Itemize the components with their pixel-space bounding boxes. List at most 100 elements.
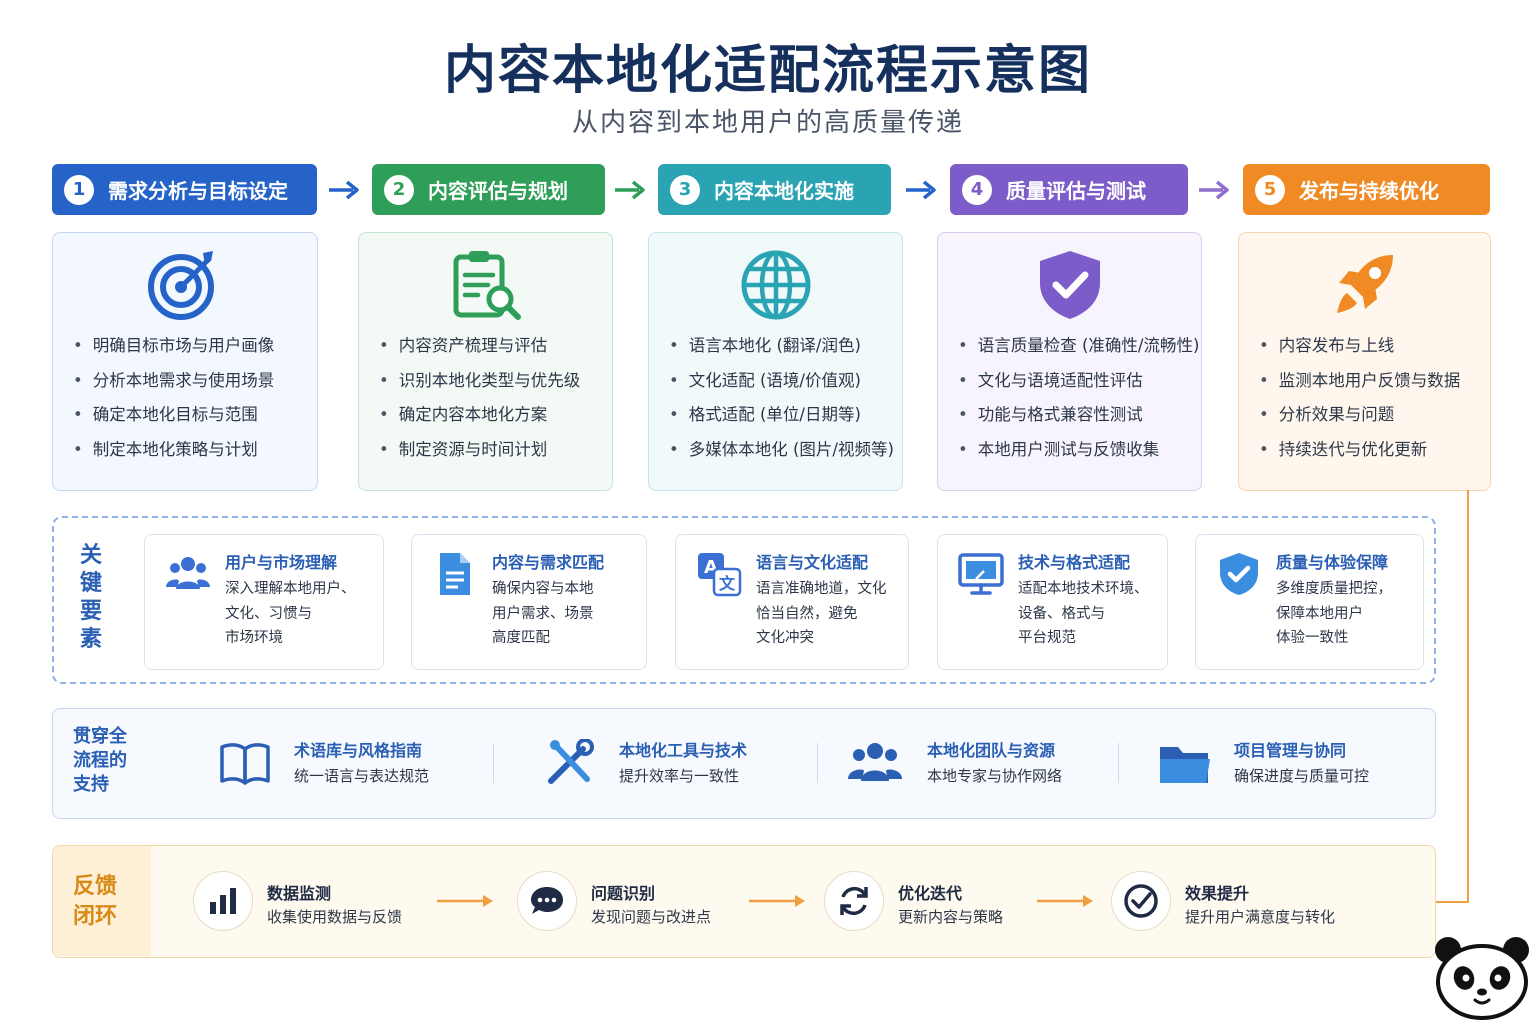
bullet-item: 制定本地化策略与计划 (73, 433, 311, 468)
step-2-header: 2 内容评估与规划 (372, 164, 605, 215)
page-subtitle: 从内容到本地用户的高质量传递 (571, 108, 964, 138)
fb-icon-circle (193, 871, 253, 931)
feedback-label: 反馈闭环 (73, 874, 118, 929)
target-icon (148, 251, 214, 320)
divider (1118, 743, 1119, 783)
step-bullets: 语言本地化 (翻译/润色) 文化适配 (语境/价值观) 格式适配 (单位/日期等… (669, 329, 896, 467)
clipboard-search-icon (453, 251, 521, 320)
bullet-item: 多媒体本地化 (图片/视频等) (669, 433, 896, 468)
svg-text:文: 文 (719, 574, 736, 593)
bullet-item: 内容资产梳理与评估 (379, 329, 606, 364)
bullet-item: 确定本地化目标与范围 (73, 398, 311, 433)
key-element-card: 内容与需求匹配 确保内容与本地 用户需求、场景 高度匹配 (411, 534, 647, 670)
bullet-item: 文化适配 (语境/价值观) (669, 364, 896, 399)
bullet-item: 文化与语境适配性评估 (958, 364, 1195, 399)
team-icon (848, 743, 902, 781)
step-3-card: 语言本地化 (翻译/润色) 文化适配 (语境/价值观) 格式适配 (单位/日期等… (648, 232, 903, 491)
step-5-header: 5 发布与持续优化 (1243, 164, 1490, 215)
support-title: 本地化工具与技术 (619, 741, 748, 760)
bullet-item: 明确目标市场与用户画像 (73, 329, 311, 364)
step-2-card: 内容资产梳理与评估 识别本地化类型与优先级 确定内容本地化方案 制定资源与时间计… (358, 232, 613, 491)
bar-chart-icon (210, 888, 236, 914)
desc-line: 文化、习惯与 (225, 605, 312, 622)
key-element-card: 用户与市场理解 深入理解本地用户、 文化、习惯与 市场环境 (144, 534, 384, 670)
step-4-card: 语言质量检查 (准确性/流畅性) 文化与语境适配性评估 功能与格式兼容性测试 本… (937, 232, 1202, 491)
desc-line: 设备、格式与 (1018, 605, 1105, 622)
bullet-item: 功能与格式兼容性测试 (958, 398, 1195, 433)
key-element-desc: 深入理解本地用户、 文化、习惯与 市场环境 (225, 577, 375, 651)
tools-icon (548, 739, 594, 784)
desc-line: 用户需求、场景 (492, 605, 594, 622)
arrow-right-icon (437, 895, 493, 907)
bullet-item: 本地用户测试与反馈收集 (958, 433, 1195, 468)
bullet-item: 内容发布与上线 (1259, 329, 1484, 364)
support-item: 本地化工具与技术 提升效率与一致性 (543, 709, 823, 820)
support-desc: 提升效率与一致性 (619, 767, 740, 785)
key-elements-section: 关键要素 用户与市场理解 深入理解本地用户、 文化、习惯与 市场环境 内容与需求… (52, 516, 1436, 684)
desc-line: 语言准确地道，文化 (756, 581, 887, 597)
key-element-card: A 文 语言与文化适配 语言准确地道，文化 恰当自然，避免 文化冲突 (675, 534, 909, 670)
arrow-right-icon (329, 180, 359, 200)
bullet-item: 语言本地化 (翻译/润色) (669, 329, 896, 364)
translate-icon: A 文 (698, 553, 742, 597)
arrow-right-icon (1199, 180, 1229, 200)
support-label: 贯穿全流程的支持 (73, 726, 127, 795)
support-title: 术语库与风格指南 (294, 741, 423, 760)
check-circle-icon (1124, 884, 1158, 918)
page-title: 内容本地化适配流程示意图 (443, 41, 1092, 101)
step-number: 2 (384, 174, 414, 205)
bullet-item: 确定内容本地化方案 (379, 398, 606, 433)
rocket-icon (1336, 255, 1393, 313)
step-5-card: 内容发布与上线 监测本地用户反馈与数据 分析效果与问题 持续迭代与优化更新 (1238, 232, 1491, 491)
desc-line: 文化冲突 (756, 630, 814, 646)
feedback-title: 优化迭代 (898, 884, 963, 903)
users-icon (166, 557, 210, 589)
monitor-icon (958, 553, 1004, 595)
desc-line: 高度匹配 (492, 630, 550, 646)
step-number: 5 (1255, 174, 1285, 205)
shield-check-icon (1220, 553, 1258, 595)
key-element-card: 质量与体验保障 多维度质量把控， 保障本地用户 体验一致性 (1195, 534, 1424, 670)
step-1-header: 1 需求分析与目标设定 (52, 164, 317, 215)
fb-icon-circle (1111, 871, 1171, 931)
desc-line: 多维度质量把控， (1276, 581, 1392, 597)
desc-line: 适配本地技术环境、 (1018, 581, 1149, 597)
feedback-desc: 发现问题与改进点 (591, 908, 712, 926)
bullet-item: 持续迭代与优化更新 (1259, 433, 1484, 468)
key-element-title: 质量与体验保障 (1276, 553, 1389, 572)
step-1-card: 明确目标市场与用户画像 分析本地需求与使用场景 确定本地化目标与范围 制定本地化… (52, 232, 318, 491)
feedback-desc: 更新内容与策略 (898, 908, 1004, 926)
support-title: 项目管理与协同 (1234, 741, 1347, 760)
step-4-header: 4 质量评估与测试 (950, 164, 1188, 215)
key-element-title: 用户与市场理解 (225, 553, 338, 572)
key-element-title: 技术与格式适配 (1018, 553, 1131, 572)
step-bullets: 内容资产梳理与评估 识别本地化类型与优先级 确定内容本地化方案 制定资源与时间计… (379, 329, 606, 467)
support-desc: 本地专家与协作网络 (927, 767, 1063, 785)
step-number: 1 (64, 174, 94, 205)
desc-line: 确保内容与本地 (492, 581, 594, 597)
feedback-title: 问题识别 (591, 884, 656, 903)
key-element-desc: 语言准确地道，文化 恰当自然，避免 文化冲突 (756, 577, 900, 651)
arrow-right-icon (615, 180, 645, 200)
bullet-item: 识别本地化类型与优先级 (379, 364, 606, 399)
step-bullets: 明确目标市场与用户画像 分析本地需求与使用场景 确定本地化目标与范围 制定本地化… (73, 329, 311, 467)
feedback-section: 反馈闭环 数据监测 收集使用数据与反馈 问题识别 发现问题与改进点 优化迭代 更… (52, 845, 1436, 958)
step-number: 4 (962, 174, 992, 205)
key-element-desc: 确保内容与本地 用户需求、场景 高度匹配 (492, 577, 638, 651)
feedback-title: 数据监测 (267, 884, 332, 903)
fb-icon-circle (824, 871, 884, 931)
feedback-label-panel (53, 846, 151, 956)
refresh-icon (840, 886, 868, 916)
support-item: 项目管理与协同 确保进度与质量可控 (1158, 709, 1428, 820)
arrow-right-icon (906, 180, 936, 200)
document-icon (440, 553, 470, 595)
arrow-right-icon (1037, 895, 1093, 907)
key-element-title: 内容与需求匹配 (492, 553, 605, 572)
panda-logo-icon (1435, 937, 1529, 1020)
chat-bubble-icon (531, 887, 563, 914)
bullet-item: 制定资源与时间计划 (379, 433, 606, 468)
bullet-item: 格式适配 (单位/日期等) (669, 398, 896, 433)
key-elements-label: 关键要素 (79, 543, 102, 652)
feedback-desc: 收集使用数据与反馈 (267, 908, 403, 926)
arrow-right-icon (749, 895, 805, 907)
